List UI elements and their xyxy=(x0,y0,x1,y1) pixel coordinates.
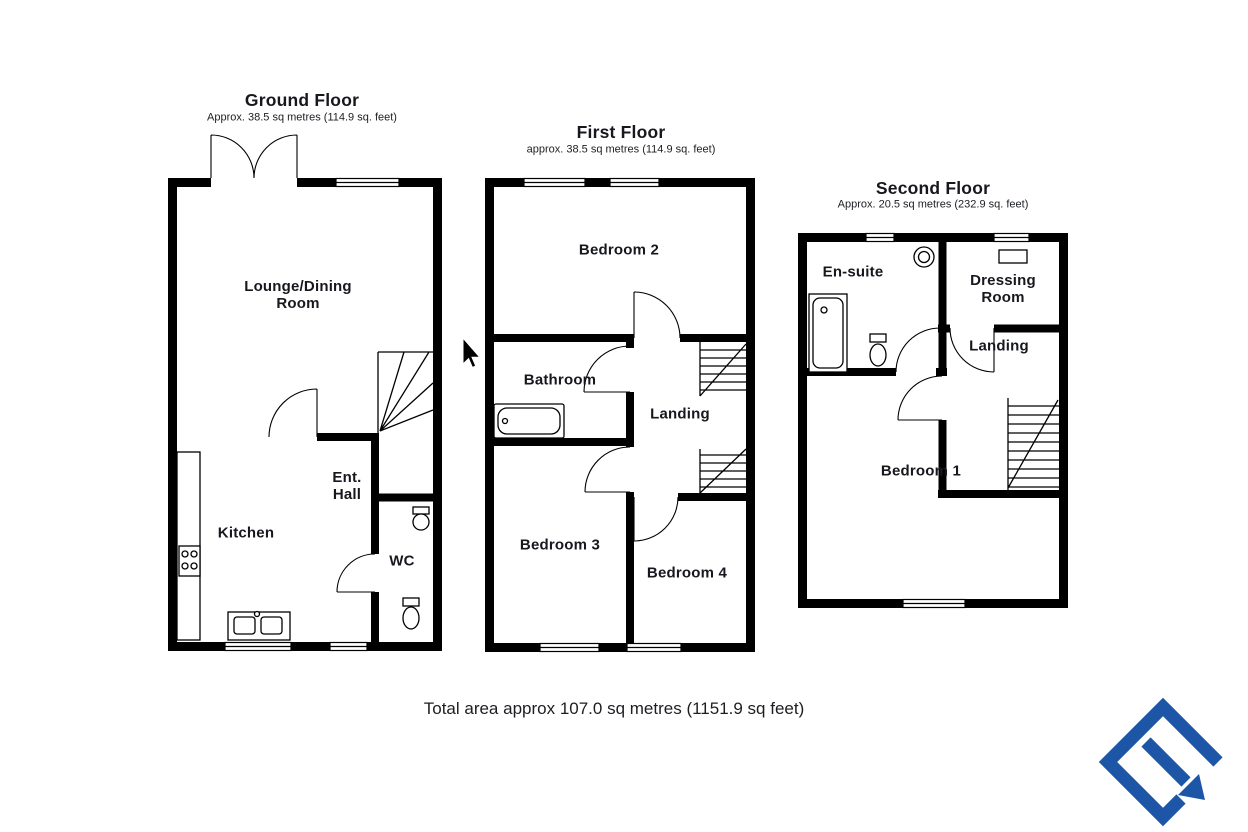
window-icon xyxy=(539,642,600,653)
total-area-label: Total area approx 107.0 sq metres (1151.… xyxy=(423,699,805,719)
window-icon xyxy=(329,641,368,652)
second-door-arcs xyxy=(895,327,995,421)
kitchen-sink-icon xyxy=(227,610,291,641)
window-icon xyxy=(993,232,1030,243)
ground-floor-plan xyxy=(168,134,442,652)
dressing-table-icon xyxy=(998,249,1028,264)
room-label-kitchen: Kitchen xyxy=(217,524,275,542)
room-label-wc: WC xyxy=(389,552,415,570)
room-label-bedroom3: Bedroom 3 xyxy=(519,536,601,554)
first-floor-plan xyxy=(485,177,755,653)
second-floor-area: Approx. 20.5 sq metres (232.9 sq. feet) xyxy=(837,198,1029,211)
stairs-icon xyxy=(699,342,747,397)
mouse-cursor-icon xyxy=(462,336,481,369)
second-floor-title: Second Floor xyxy=(875,177,991,198)
basin-icon xyxy=(913,246,935,268)
ground-floor-title: Ground Floor xyxy=(244,89,360,110)
window-icon xyxy=(902,598,966,609)
window-icon xyxy=(224,641,292,652)
window-icon xyxy=(626,642,682,653)
first-windows xyxy=(523,177,682,653)
stairs-icon xyxy=(699,448,747,494)
first-interior-walls xyxy=(485,334,751,648)
bathtub-icon xyxy=(493,403,565,439)
basin-icon xyxy=(412,506,430,531)
first-floor-area: approx. 38.5 sq metres (114.9 sq. feet) xyxy=(526,143,716,156)
second-floor-plan xyxy=(798,232,1068,609)
hob-icon xyxy=(178,545,201,577)
ground-outer-walls xyxy=(168,178,442,651)
room-label-landing-first: Landing xyxy=(650,405,710,423)
window-icon xyxy=(609,177,660,188)
toilet-icon xyxy=(402,597,420,630)
first-floor-title: First Floor xyxy=(576,121,666,142)
stairs-icon xyxy=(1007,398,1059,490)
toilet-icon xyxy=(869,333,887,367)
room-label-dressing-room: Dressing Room xyxy=(970,271,1036,306)
brand-logo xyxy=(1098,697,1223,827)
room-label-ent-hall: Ent. Hall xyxy=(332,468,362,503)
room-label-landing-second: Landing xyxy=(969,337,1029,355)
second-windows xyxy=(865,232,1030,609)
room-label-bathroom: Bathroom xyxy=(523,371,597,389)
window-icon xyxy=(523,177,586,188)
room-label-lounge-dining: Lounge/Dining Room xyxy=(244,277,352,312)
window-icon xyxy=(865,232,895,243)
ground-door-arcs xyxy=(210,134,376,593)
first-door-arcs xyxy=(583,291,681,542)
window-icon xyxy=(335,177,400,188)
ground-windows xyxy=(224,177,400,652)
room-label-bedroom1: Bedroom 1 xyxy=(880,462,962,480)
room-label-ensuite: En-suite xyxy=(822,263,884,281)
ground-interior-walls xyxy=(317,433,438,650)
first-outer-walls xyxy=(485,178,755,652)
stairs-icon xyxy=(377,351,434,433)
shower-enclosure-icon xyxy=(808,293,848,373)
room-label-bedroom4: Bedroom 4 xyxy=(646,564,728,582)
room-label-bedroom2: Bedroom 2 xyxy=(578,241,660,259)
ground-floor-area: Approx. 38.5 sq metres (114.9 sq. feet) xyxy=(207,111,397,124)
